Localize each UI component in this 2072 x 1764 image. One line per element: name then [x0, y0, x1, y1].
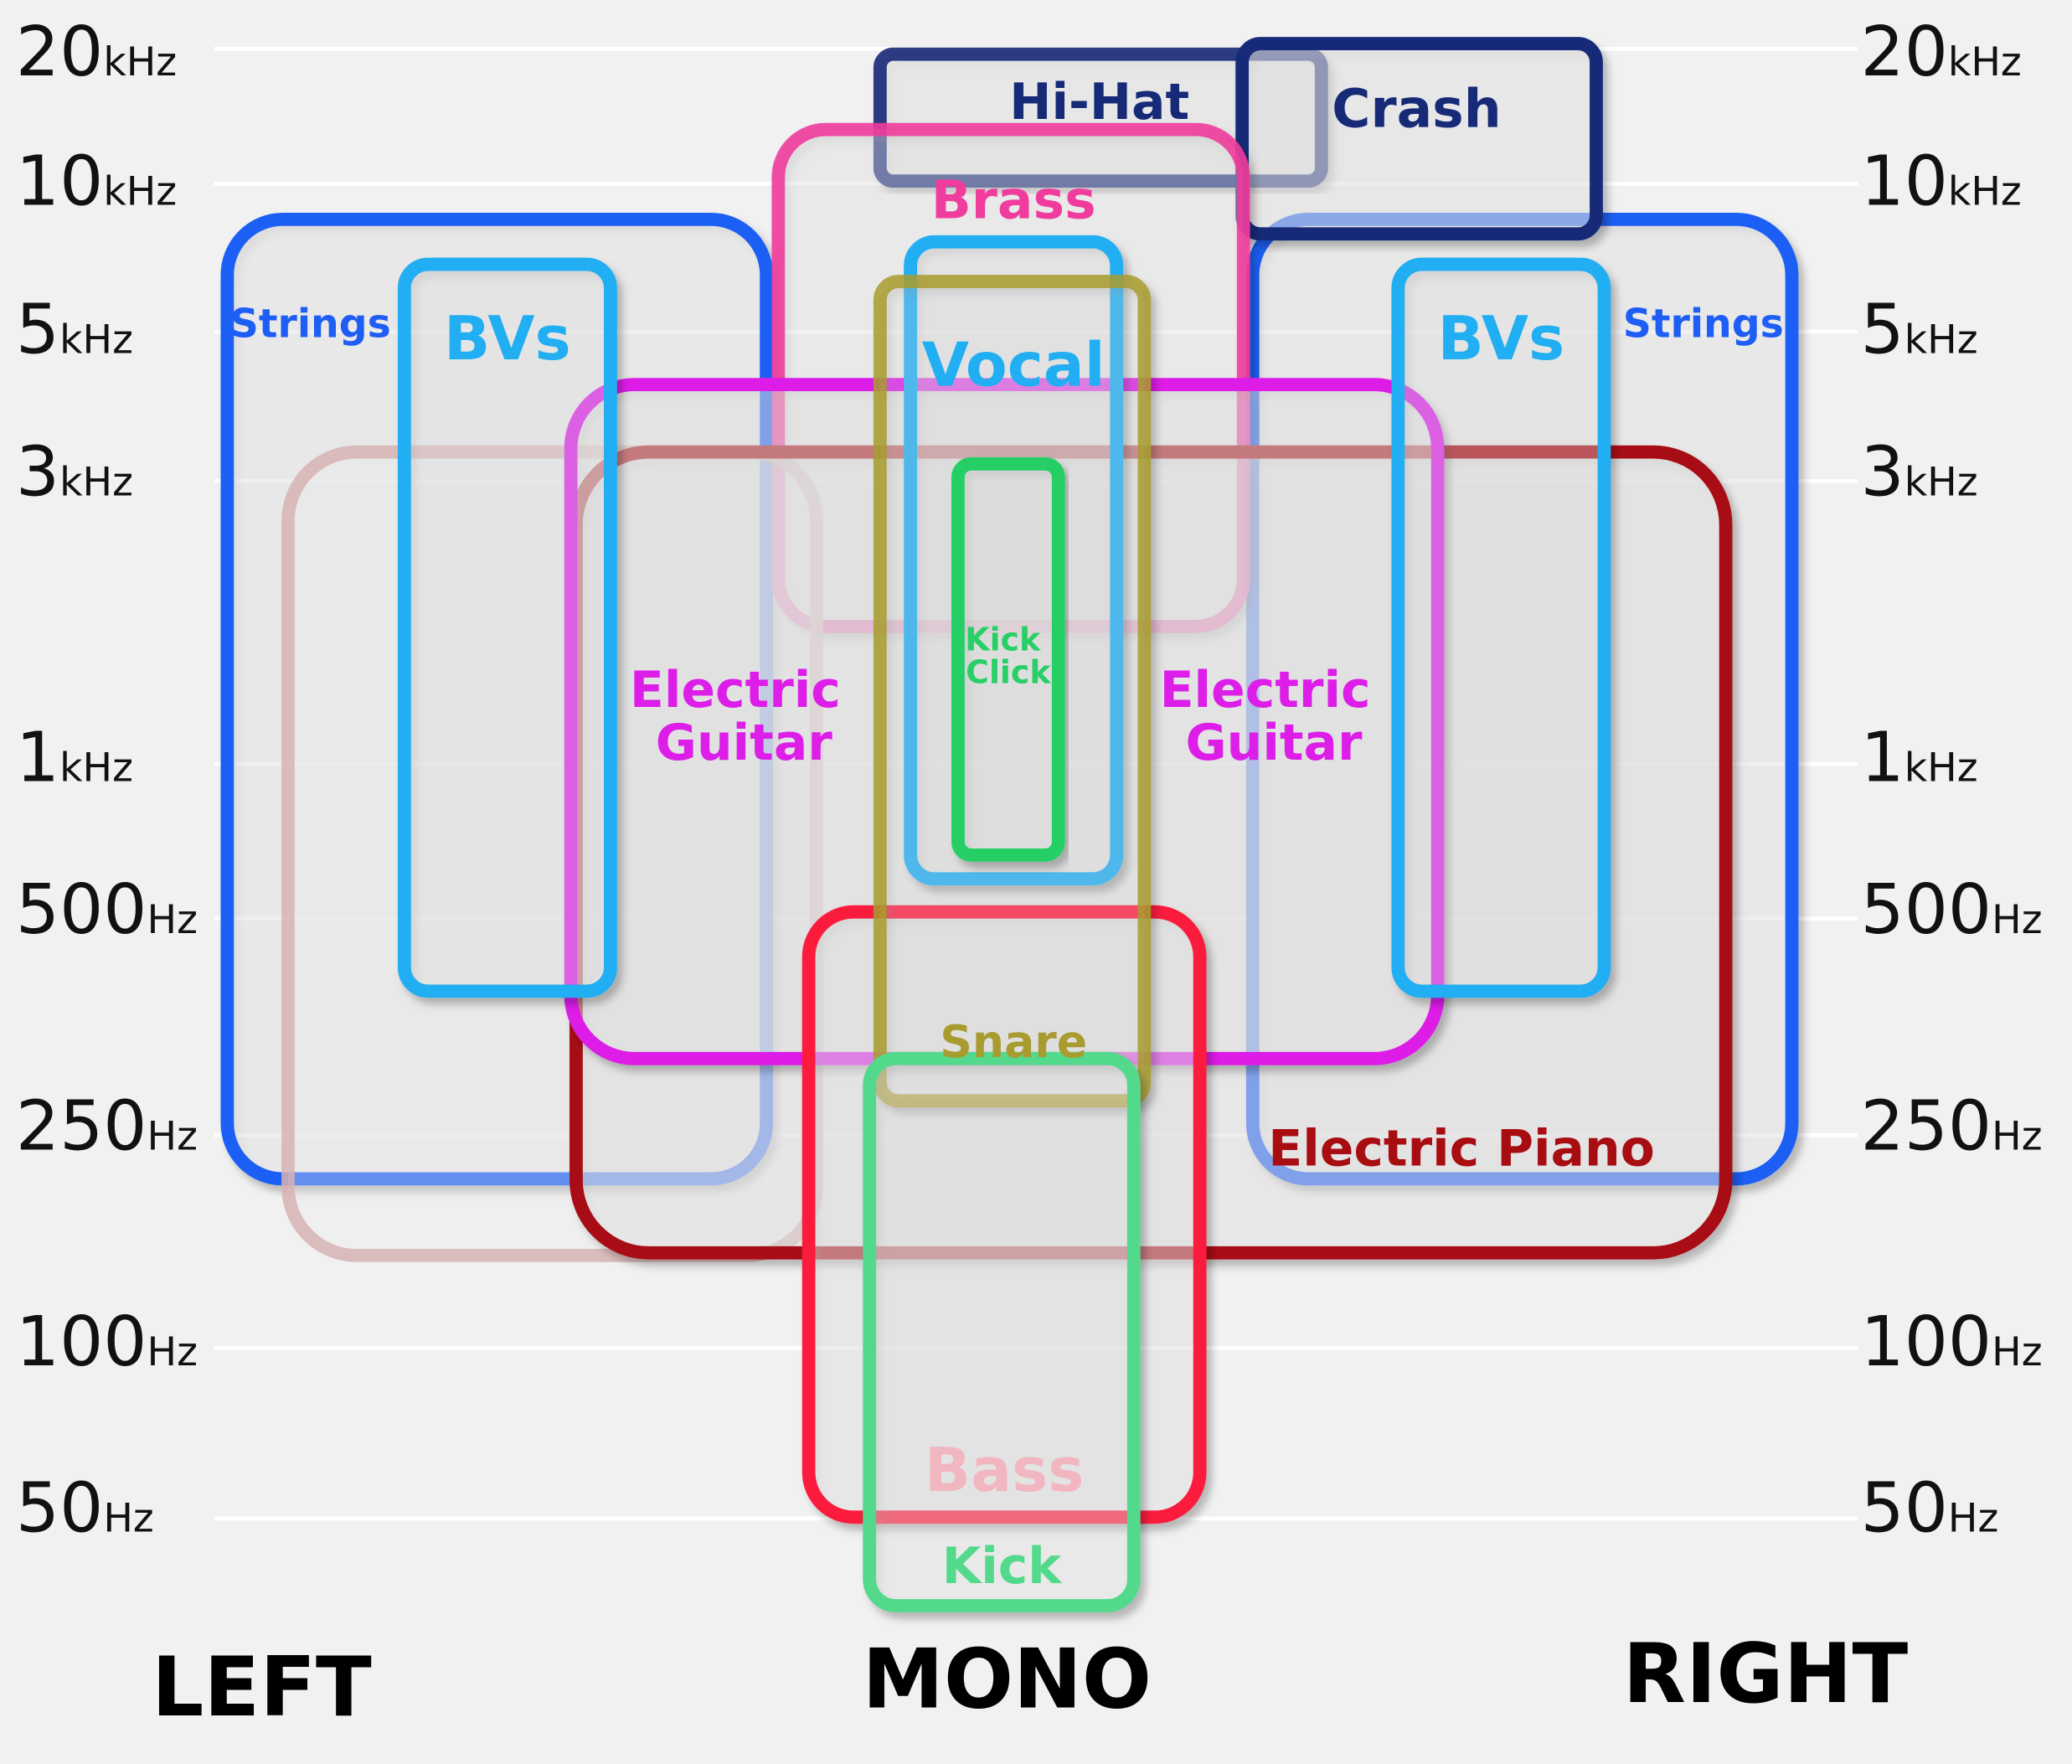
freq-label-100hz-left: 100Hz [16, 1302, 198, 1382]
brass-label: Brass [931, 168, 1096, 230]
stereo-left-label: LEFT [152, 1640, 372, 1736]
kick-box [863, 1051, 1141, 1612]
crash-box [1235, 37, 1603, 241]
electric-guitar-left-line2: Guitar [656, 714, 833, 772]
kick-label: Kick [942, 1537, 1063, 1596]
crash-label: Crash [1332, 77, 1502, 139]
frequency-axis-left: 20kHz 10kHz 5kHz 3kHz 1kHz 500Hz 250Hz 1… [16, 13, 198, 1549]
freq-label-500hz-left: 500Hz [16, 870, 198, 950]
freq-label-10khz-right: 10kHz [1861, 142, 2022, 222]
bass-label: Bass [925, 1436, 1085, 1506]
bvs-left-label: BVs [444, 304, 571, 374]
bvs-left-box [397, 257, 617, 998]
freq-label-3khz-right: 3kHz [1861, 433, 1978, 513]
freq-label-100hz-right: 100Hz [1861, 1302, 2043, 1382]
stereo-axis: LEFT MONO RIGHT [152, 1627, 1908, 1736]
instrument-labels: Hi-Hat Crash Brass Strings Strings BVs B… [230, 73, 1784, 1596]
electric-guitar-right-label: Electric Guitar [1160, 661, 1389, 772]
freq-label-50hz-left: 50Hz [16, 1469, 154, 1549]
electric-guitar-right-line2: Guitar [1185, 714, 1363, 772]
electric-guitar-right-line1: Electric [1160, 661, 1371, 720]
electric-guitar-left-line1: Electric [630, 661, 841, 720]
freq-label-20khz-left: 20kHz [16, 13, 177, 92]
strings-left-label: Strings [230, 301, 391, 347]
kick-click-label-line1: Kick [965, 621, 1041, 658]
kick-click-box [951, 456, 1065, 862]
snare-label: Snare [940, 1015, 1087, 1068]
electric-guitar-left-label: Electric Guitar [630, 661, 858, 772]
freq-label-20khz-right: 20kHz [1861, 13, 2022, 92]
freq-label-5khz-right: 5kHz [1861, 290, 1978, 369]
kick-click-label-line2: Click [966, 654, 1051, 691]
kick-click-label: Kick Click [965, 621, 1051, 690]
freq-label-10khz-left: 10kHz [16, 142, 177, 222]
freq-label-250hz-right: 250Hz [1861, 1087, 2043, 1167]
freq-label-1khz-right: 1kHz [1861, 718, 1978, 797]
freq-label-250hz-left: 250Hz [16, 1087, 198, 1167]
electric-piano-label: Electric Piano [1268, 1120, 1655, 1179]
vocal-label: Vocal [922, 331, 1106, 401]
hihat-label: Hi-Hat [1009, 73, 1189, 132]
stereo-right-label: RIGHT [1623, 1627, 1909, 1722]
stereo-mono-label: MONO [863, 1632, 1152, 1728]
instrument-boxes [220, 37, 1799, 1612]
freq-label-3khz-left: 3kHz [16, 433, 133, 513]
freq-label-5khz-left: 5kHz [16, 290, 133, 369]
freq-label-1khz-left: 1kHz [16, 718, 133, 797]
frequency-axis-right: 20kHz 10kHz 5kHz 3kHz 1kHz 500Hz 250Hz 1… [1861, 13, 2043, 1549]
bvs-right-box [1391, 257, 1611, 998]
strings-right-label: Strings [1623, 301, 1784, 347]
freq-label-50hz-right: 50Hz [1861, 1469, 1999, 1549]
bvs-right-label: BVs [1438, 304, 1565, 374]
freq-label-500hz-right: 500Hz [1861, 870, 2043, 950]
